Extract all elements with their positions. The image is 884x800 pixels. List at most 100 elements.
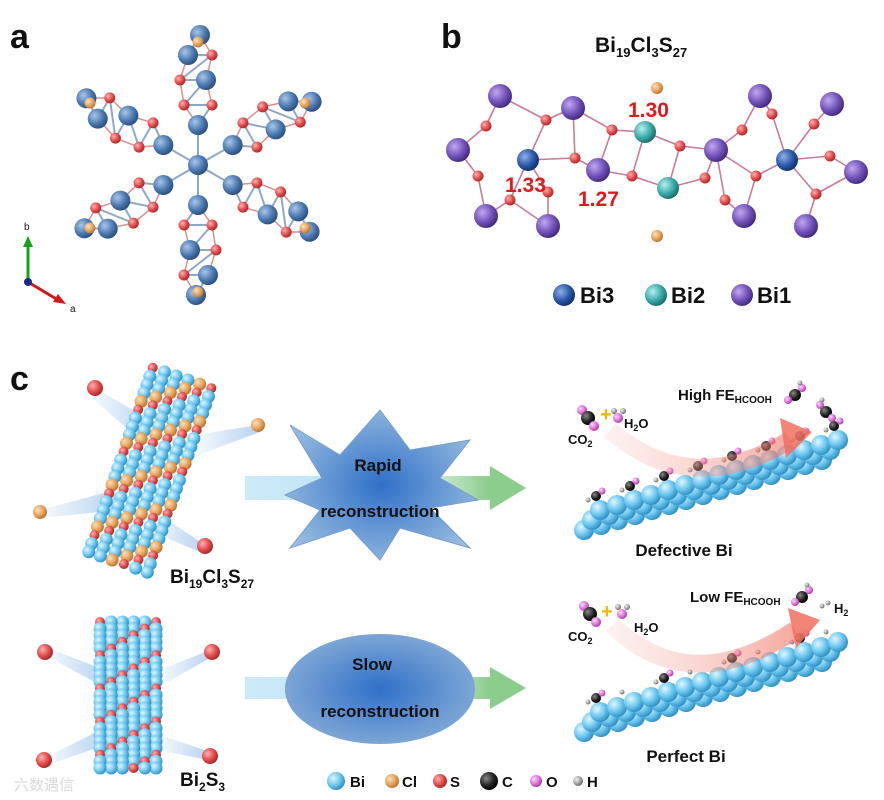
cl-atom bbox=[84, 97, 96, 109]
s-atom bbox=[824, 150, 836, 162]
rod-atom bbox=[115, 761, 129, 775]
bi1-atom bbox=[748, 84, 772, 108]
cl-atom bbox=[192, 36, 204, 48]
surface-atom bbox=[811, 435, 831, 455]
rod-atom bbox=[178, 419, 192, 433]
s-atom bbox=[280, 226, 292, 238]
legend-bi3-swatch bbox=[553, 284, 575, 306]
reconstruction-top-label: reconstruction bbox=[320, 502, 439, 521]
s-atom bbox=[736, 124, 748, 136]
bi1-atom bbox=[561, 96, 585, 120]
bond bbox=[183, 249, 217, 276]
panel-label-a: a bbox=[10, 18, 30, 56]
bi1-atom bbox=[586, 158, 610, 182]
hydrogen-atom bbox=[619, 487, 625, 493]
bi-atom bbox=[188, 115, 208, 135]
rod-atom bbox=[105, 515, 119, 529]
legend-h-label: H bbox=[587, 774, 598, 791]
h2o-label-top: H2O bbox=[624, 416, 649, 433]
bi-atom bbox=[178, 45, 198, 65]
rod-atom bbox=[105, 553, 119, 567]
s-atom bbox=[766, 108, 778, 120]
carbon-atom bbox=[659, 471, 669, 481]
fe-bottom-label: Low FEHCOOH bbox=[690, 589, 781, 608]
bond-length-2: 1.33 bbox=[505, 174, 546, 197]
surface-atom bbox=[641, 687, 661, 707]
oxygen-atom bbox=[666, 669, 674, 677]
rod-top bbox=[82, 362, 217, 579]
rod-atom bbox=[193, 377, 207, 391]
bi-atom bbox=[188, 195, 208, 215]
atoms bbox=[74, 25, 322, 305]
legend-o-label: O bbox=[546, 774, 558, 791]
hydrogen-atom bbox=[653, 679, 659, 685]
legend-s-label: S bbox=[450, 774, 460, 791]
cl-atom bbox=[299, 222, 311, 234]
bond bbox=[95, 206, 134, 225]
rod-atom bbox=[149, 540, 163, 554]
rod-atom bbox=[120, 436, 133, 450]
s-atom bbox=[542, 186, 554, 198]
legend-s-swatch bbox=[433, 774, 447, 788]
reconstruction-bottom-label: reconstruction bbox=[320, 702, 439, 721]
carbon-atom bbox=[591, 491, 601, 501]
rod-atom bbox=[93, 761, 107, 775]
panel-a: a b a bbox=[10, 18, 322, 315]
surface-atom bbox=[607, 697, 627, 717]
s-atom bbox=[699, 172, 711, 184]
bond bbox=[179, 54, 213, 81]
surface-atom bbox=[811, 637, 831, 657]
s-atom bbox=[719, 194, 731, 206]
rod-atom bbox=[120, 511, 134, 525]
s-atom bbox=[472, 170, 484, 182]
bi-atom bbox=[196, 70, 216, 90]
atoms bbox=[446, 82, 868, 242]
bi1-atom bbox=[536, 214, 560, 238]
s-atom bbox=[174, 74, 186, 86]
rod-atom bbox=[120, 474, 134, 488]
surface-atom bbox=[590, 500, 610, 520]
bi-atom bbox=[87, 108, 108, 129]
s-atom bbox=[178, 219, 190, 231]
bi-atom bbox=[180, 240, 200, 260]
surface-atom bbox=[624, 692, 644, 712]
bi-atom bbox=[110, 190, 131, 211]
rod-bottom-beams bbox=[36, 644, 220, 768]
bi-atom bbox=[153, 135, 174, 155]
s-atom bbox=[237, 117, 249, 129]
bi2-atom bbox=[657, 177, 679, 199]
bi-atom bbox=[222, 175, 243, 195]
oxygen-atom bbox=[598, 689, 606, 697]
bi-atom bbox=[257, 204, 278, 225]
s-atom bbox=[147, 117, 159, 129]
bi-atom bbox=[153, 175, 174, 195]
oxygen-atom bbox=[836, 417, 844, 425]
s-atom bbox=[540, 114, 552, 126]
bi-atom bbox=[188, 155, 208, 175]
s-atom bbox=[606, 124, 618, 136]
surface-atom bbox=[658, 480, 678, 500]
rod-atom bbox=[93, 549, 107, 563]
legend-bi1-label: Bi1 bbox=[757, 283, 791, 308]
bi1-atom bbox=[794, 214, 818, 238]
hcooh-molecule-top bbox=[784, 380, 836, 422]
s-atom bbox=[257, 101, 269, 113]
bi1-atom bbox=[820, 92, 844, 116]
bi-atom bbox=[288, 201, 309, 222]
rod-atom bbox=[149, 761, 163, 775]
crystal-structure-b bbox=[446, 82, 868, 242]
rod-atom bbox=[163, 386, 177, 400]
bi1-atom bbox=[446, 138, 470, 162]
co2-molecule-top bbox=[577, 405, 599, 431]
rod-atom bbox=[149, 465, 163, 479]
surface-atom bbox=[777, 647, 797, 667]
s-atom bbox=[178, 99, 190, 111]
s-atom bbox=[294, 116, 306, 128]
legend-bi2-swatch bbox=[645, 284, 667, 306]
bi2-atom bbox=[634, 121, 656, 143]
carbon-atom bbox=[625, 481, 635, 491]
crystal-structure-a bbox=[74, 25, 322, 305]
surface-atom bbox=[607, 495, 627, 515]
co2-label-top: CO2 bbox=[568, 432, 593, 449]
